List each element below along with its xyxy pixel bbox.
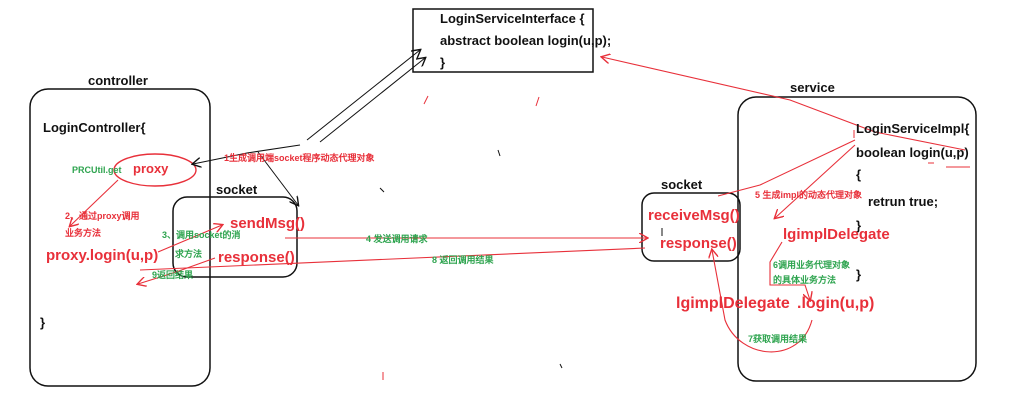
proxy-label: proxy xyxy=(133,161,169,176)
service-brace-open: { xyxy=(856,167,862,182)
server-socket-box xyxy=(641,192,741,262)
prcutil-getter: PRCUtil.get xyxy=(72,165,122,175)
proxy-ellipse xyxy=(113,153,197,187)
service-label: service xyxy=(790,80,835,95)
service-login-method: boolean login(u,p) xyxy=(856,145,969,160)
delegate-outer: lgimplDelegate xyxy=(676,295,790,312)
stray-mark xyxy=(497,149,501,157)
step-2-note-line2: 业务方法 xyxy=(65,228,102,238)
step3-arrow xyxy=(157,225,222,253)
step8-arrow xyxy=(139,247,646,271)
interface-title: LoginServiceInterface { xyxy=(440,11,585,26)
interface-box xyxy=(412,8,594,73)
step-6-note-line1: 6调用业务代理对象 xyxy=(773,260,851,270)
step1-socket-arrow xyxy=(257,151,298,205)
service-impl-class: LoginServiceImpl{ xyxy=(856,121,970,136)
stray-mark xyxy=(535,96,540,107)
service-box xyxy=(737,96,977,382)
interface-link-arrow xyxy=(306,50,420,141)
step1-arrow xyxy=(193,144,301,164)
stray-mark xyxy=(379,187,385,193)
delegate-inner: lgimplDelegate xyxy=(783,226,890,243)
interface-link-arrow-2 xyxy=(319,58,425,143)
step-8-note: 8 返回调用结果 xyxy=(432,255,494,265)
service-close-inner: } xyxy=(856,218,862,233)
stray-mark xyxy=(423,95,429,105)
step-3-note-line1: 3、调用socket的消 xyxy=(162,230,241,240)
step2-arrow xyxy=(70,179,119,226)
step-3-note-line2: 求方法 xyxy=(175,249,203,259)
server-response-method: response() xyxy=(660,235,737,252)
client-socket-label: socket xyxy=(216,182,258,197)
step7-arrow xyxy=(712,250,813,353)
controller-box xyxy=(29,88,211,387)
send-msg-method: sendMsg() xyxy=(230,215,305,232)
step6-arrow xyxy=(769,241,810,300)
receive-msg-method: receiveMsg() xyxy=(648,207,740,224)
step5-arrow-2 xyxy=(775,144,856,218)
service-close-outer: } xyxy=(856,267,862,282)
proxy-login-call: proxy.login(u,p) xyxy=(46,247,159,264)
implements-arrow xyxy=(602,57,966,151)
client-response-method: response() xyxy=(218,249,295,266)
service-return: retrun true; xyxy=(868,194,939,209)
step5-arrow xyxy=(717,139,856,197)
interface-method: abstract boolean login(u,p); xyxy=(440,33,612,48)
controller-class: LoginController{ xyxy=(43,120,146,135)
stray-mark xyxy=(559,363,563,369)
delegate-login-call: .login(u,p) xyxy=(797,295,875,312)
interface-close: } xyxy=(440,55,446,70)
controller-close: } xyxy=(40,315,46,330)
server-socket-label: socket xyxy=(661,177,703,192)
step-5-note: 5 生成impl的动态代理对象 xyxy=(755,190,863,200)
step-7-note: 7获取调用结果 xyxy=(748,334,808,344)
step-9-note: 9返回结果 xyxy=(152,270,194,280)
client-socket-box xyxy=(172,196,298,278)
step-1-note: 1生成调用端socket程序动态代理对象 xyxy=(224,153,375,163)
step-2-note-line1: 2、通过proxy调用 xyxy=(65,211,140,221)
controller-label: controller xyxy=(88,73,148,88)
step9-arrow xyxy=(138,257,216,284)
step-6-note-line2: 的具体业务方法 xyxy=(773,275,837,285)
step-4-note: 4 发送调用请求 xyxy=(366,234,428,244)
